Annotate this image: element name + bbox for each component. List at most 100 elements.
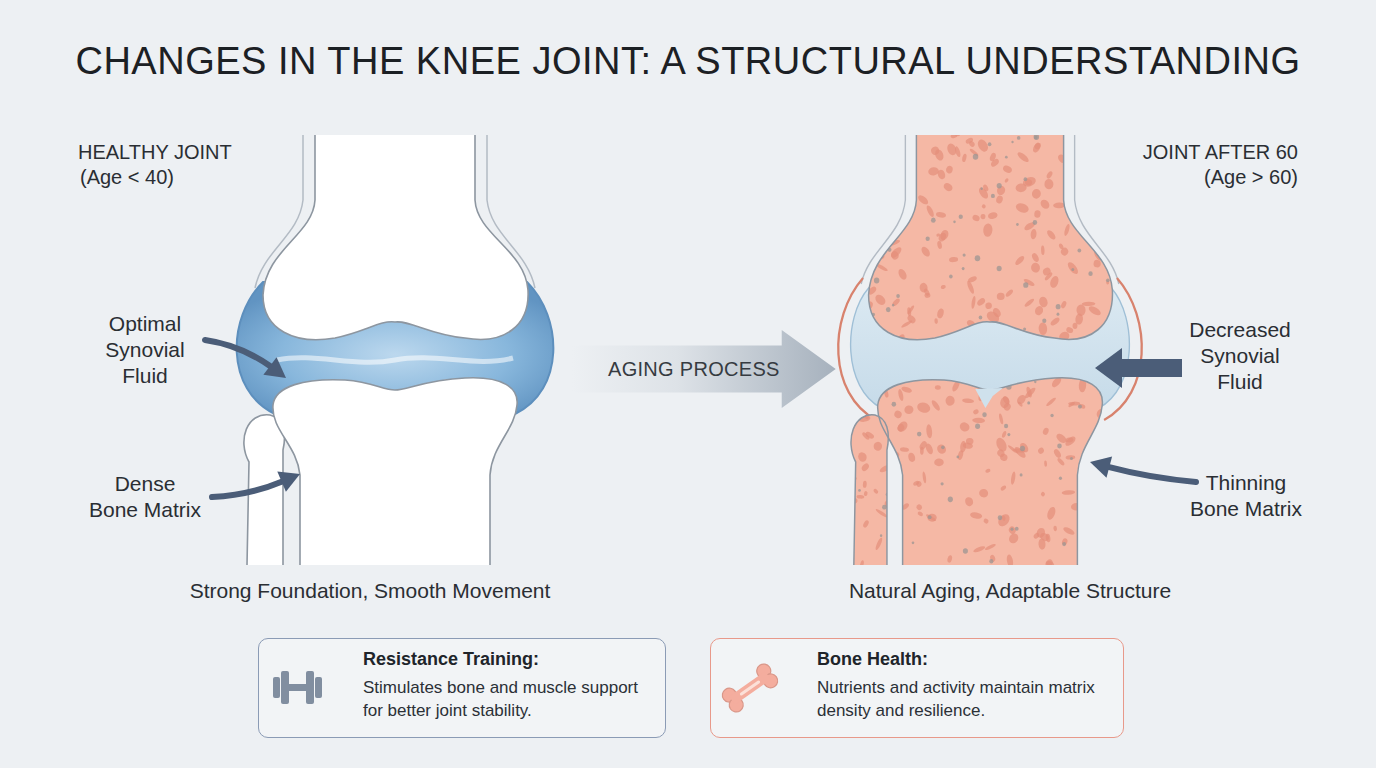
bone-dot (850, 272, 855, 277)
bone-pore (935, 442, 947, 455)
bone-pore (1006, 554, 1014, 568)
bone-pore (1033, 532, 1041, 540)
callout-label: Thinning Bone Matrix (1182, 470, 1310, 523)
bone-pore (904, 405, 914, 415)
bone-pore (995, 194, 1004, 204)
bone-pore (1015, 183, 1027, 193)
bone-pore (1068, 401, 1076, 408)
bone-dot (941, 482, 944, 485)
bone-pore (1024, 386, 1037, 400)
diagram-title: CHANGES IN THE KNEE JOINT: A STRUCTURAL … (75, 40, 1300, 83)
bone-pore (937, 169, 947, 181)
bone-pore (874, 293, 888, 307)
bone-pore (981, 357, 986, 364)
bone-dot (975, 255, 981, 261)
label-wrap: Optimal Synovial Fluid (90, 311, 200, 390)
bone-dot (973, 154, 978, 160)
bone-pore (907, 452, 916, 463)
bone-pore (971, 296, 977, 309)
bone-pore (972, 214, 981, 223)
bone-pore (1100, 204, 1111, 216)
bone-pore (1057, 153, 1068, 165)
leader-arrowhead (1090, 457, 1112, 478)
bone-pore (863, 491, 868, 497)
panel-caption: Strong Foundation, Smooth Movement (140, 578, 600, 604)
age-range: (Age < 40) (80, 165, 174, 190)
bone-pore (968, 364, 977, 374)
bone-dot (1084, 181, 1089, 187)
bone-pore (1056, 457, 1065, 466)
bone-dot (875, 205, 880, 211)
bone-dot (1023, 282, 1028, 288)
bone-pore (1086, 356, 1091, 370)
bone-dot (928, 515, 932, 519)
bone-pore (1082, 302, 1096, 307)
bone-pore (1041, 245, 1045, 255)
label-wrap: Thinning Bone Matrix (1182, 470, 1310, 523)
bone-pore (1065, 437, 1073, 443)
bone-pore (1024, 297, 1035, 308)
bone-pore (1031, 142, 1042, 155)
bone-pore (1060, 300, 1067, 309)
bone-pore (968, 338, 974, 349)
bone-pore (1015, 202, 1030, 214)
label-wrap: Decreased Synovial Fluid (1180, 317, 1300, 396)
bone-dot (1027, 401, 1030, 404)
bone-dot (949, 275, 953, 279)
process-arrow: AGING PROCESS (572, 330, 836, 408)
bone-pore (1096, 137, 1106, 145)
bone-pore (917, 194, 930, 207)
bone-pore (1044, 460, 1047, 467)
bone-dot (1034, 134, 1039, 140)
bone-dot (1078, 404, 1082, 408)
bone-dot (1094, 209, 1099, 215)
bone-pore (925, 360, 936, 372)
bone-dot (953, 220, 955, 223)
bone-pore (1092, 140, 1098, 150)
bone-pore (885, 160, 890, 169)
bone-pore (947, 555, 953, 564)
info-box: Bone Health:Nutrients and activity maint… (710, 638, 1124, 738)
bone-dot (1020, 473, 1023, 476)
bone-pore (1053, 448, 1063, 459)
arrow-label: AGING PROCESS (572, 330, 816, 408)
bone-dot (1085, 152, 1089, 156)
bone-dot (1057, 443, 1062, 448)
bone-pore (1124, 316, 1131, 324)
bone-pore (1108, 390, 1117, 405)
bone-dot (1090, 557, 1095, 562)
bone-pore (980, 214, 985, 220)
bone-dot (1121, 451, 1124, 454)
bone-pore (1023, 278, 1035, 288)
bone-pore (982, 204, 986, 209)
bone-pore (924, 442, 934, 455)
bone-dot (858, 489, 861, 492)
bone-dot (1015, 527, 1019, 531)
bone-pore (874, 133, 887, 149)
bone-dot (890, 465, 893, 468)
box-heading: Bone Health: (817, 648, 1111, 671)
leader-arrowhead (1095, 348, 1122, 388)
bone-pore (897, 389, 904, 402)
bone-pore (867, 234, 881, 249)
bone-dot (982, 412, 986, 417)
bone-pore (1004, 178, 1009, 184)
bone-pore (862, 519, 870, 528)
bone-pore (896, 419, 910, 433)
bone-pore (1007, 531, 1020, 545)
bone-pore (1091, 445, 1097, 453)
bone-pore (1113, 163, 1117, 170)
bone-pore (987, 211, 998, 220)
bone-pore (1045, 534, 1051, 543)
bone-pore (901, 363, 907, 367)
bone-pore (1084, 206, 1097, 219)
bone-pore (996, 512, 1012, 529)
bone-pore (963, 328, 976, 344)
bone-pore (968, 140, 975, 148)
bone-pore (860, 315, 868, 324)
leader-arrowhead (263, 357, 286, 378)
bone-pore (942, 181, 953, 192)
bone-pore (889, 167, 897, 176)
bone-pore (943, 359, 957, 375)
